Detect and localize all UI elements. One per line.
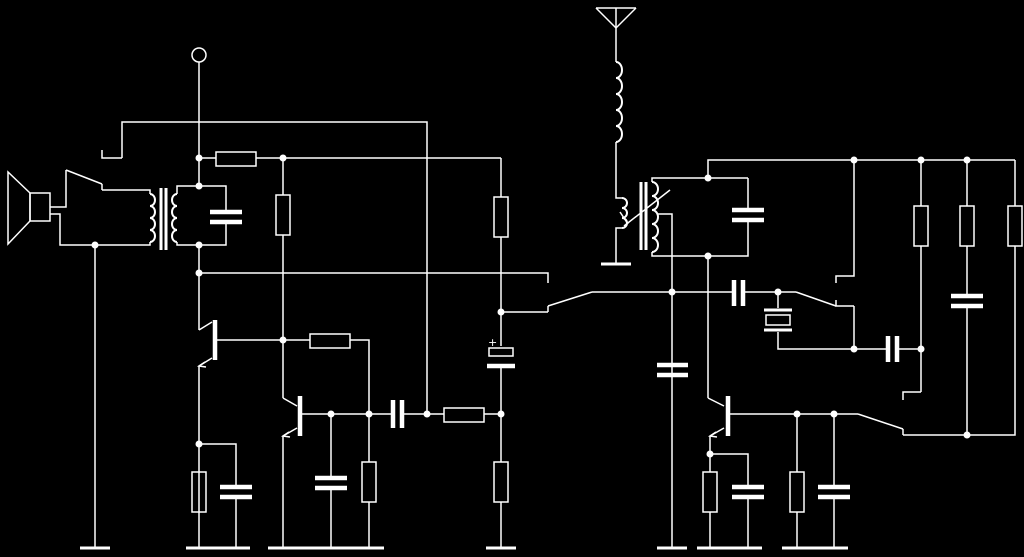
antenna-symbol: [595, 7, 637, 199]
polarity-label: +: [488, 336, 497, 349]
output-transformer: [95, 185, 199, 250]
resistor-r7: [493, 196, 509, 238]
resistor-r4: [309, 333, 351, 349]
resistor-r3: [275, 194, 291, 236]
capacitor-c1: [199, 185, 242, 246]
resistor-r2: [191, 471, 207, 513]
resistor-r9: [913, 205, 929, 247]
resistor-r13: [789, 471, 805, 513]
crystal-oscillator: [764, 292, 854, 350]
oscillator-switch: [778, 160, 855, 349]
resistor-r10: [959, 205, 975, 247]
resistor-r5: [361, 461, 377, 503]
resistor-r6: [443, 407, 485, 423]
band-switch: [501, 291, 672, 313]
resistor-r11: [1007, 205, 1023, 247]
speaker-switch: [65, 121, 428, 414]
junction-dots: [91, 154, 971, 458]
resistor-r8: [493, 461, 509, 503]
transistor-q1: [196, 273, 283, 548]
rf-coil: [601, 177, 708, 548]
resistor-r1: [215, 151, 257, 167]
resistor-r12: [702, 471, 718, 513]
loudspeaker-symbol: [7, 170, 95, 246]
transistor-q2: [280, 396, 391, 548]
lower-switch: [857, 413, 904, 435]
transistor-q3: [707, 396, 858, 472]
supply-terminal: [191, 47, 207, 158]
